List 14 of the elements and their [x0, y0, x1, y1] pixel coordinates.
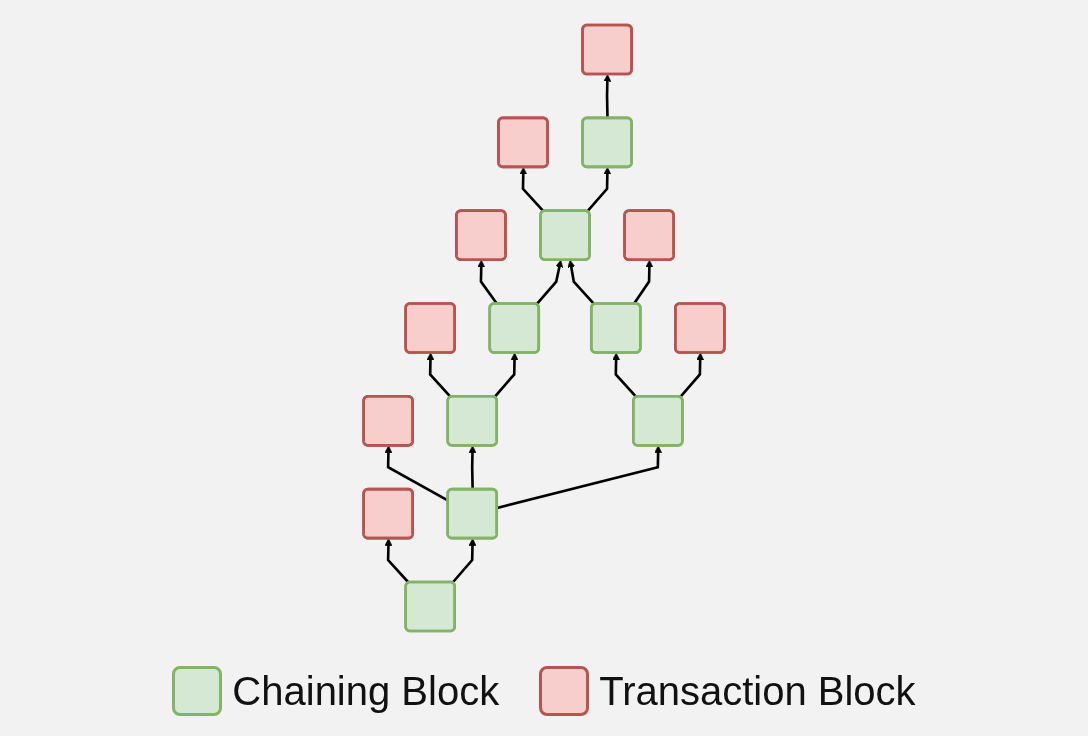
arrow — [493, 352, 519, 398]
arrow — [612, 352, 638, 398]
arrow — [496, 445, 662, 510]
arrow — [586, 166, 612, 213]
arrow — [468, 445, 477, 490]
arrow — [567, 259, 596, 306]
arrow — [384, 538, 410, 584]
legend-label: Chaining Block — [232, 668, 500, 714]
arrow — [426, 352, 452, 398]
arrow — [519, 166, 545, 213]
legend-label: Transaction Block — [599, 668, 916, 714]
arrow — [451, 538, 477, 584]
arrow — [679, 352, 704, 398]
arrow — [535, 259, 564, 306]
